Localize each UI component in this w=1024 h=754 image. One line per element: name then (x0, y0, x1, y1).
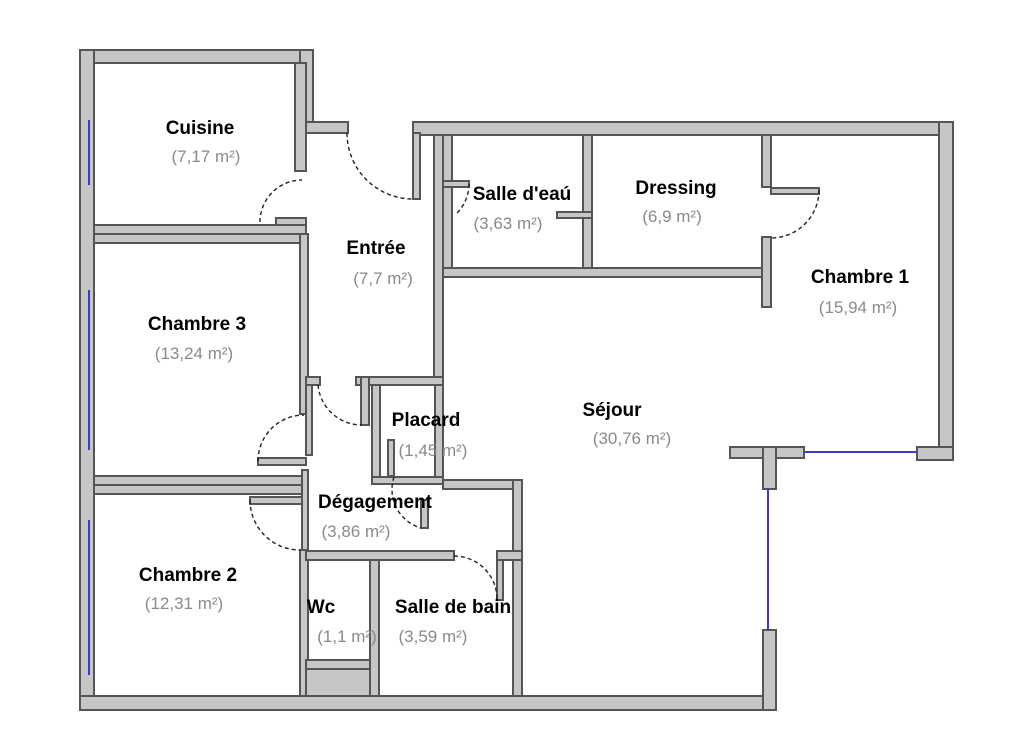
wall-placard-door-stub (387, 439, 395, 477)
wall-chambre3-top (93, 233, 307, 244)
wall-bath-top-right (496, 550, 523, 561)
room-name-cuisine: Cuisine (166, 118, 235, 139)
door-degagement (391, 476, 422, 529)
wall-bath-door-stub (496, 559, 504, 601)
wall-cuisine-bottom (93, 224, 307, 235)
room-area-chambre1: (15,94 m²) (819, 298, 897, 317)
door-cuisine (259, 179, 303, 223)
room-name-wc: Wc (307, 597, 336, 618)
wall-entree-right (433, 134, 444, 378)
exterior-wall-lower-right (762, 629, 777, 711)
wall-entree-door-jamb (412, 132, 421, 200)
door-chambre2 (249, 499, 301, 551)
room-area-wc: (1,1 m²) (317, 627, 377, 646)
wall-salle-eau-door-stub (442, 180, 470, 188)
wall-salle-eau-bottom (442, 267, 766, 278)
room-name-salle-eau: Salle d'eaú (473, 184, 572, 205)
room-name-dressing: Dressing (635, 178, 716, 199)
wall-placard-left (360, 376, 370, 426)
door-salle-eau (454, 183, 470, 216)
exterior-wall-right-stub (916, 446, 954, 461)
exterior-wall-right (938, 121, 954, 461)
exterior-wall-left (79, 49, 95, 711)
wall-degagement-stub (420, 499, 429, 529)
wall-cuisine-right (294, 62, 307, 172)
wall-sejour-left-upper (512, 479, 523, 561)
walls (79, 49, 954, 711)
wall-chambre2-top (93, 484, 307, 495)
wall-placard-outer (371, 384, 381, 478)
door-dressing (770, 189, 820, 239)
exterior-wall-notch-horizontal (299, 121, 349, 134)
room-area-sejour: (30,76 m²) (593, 429, 671, 448)
room-area-placard: (1,45 m²) (399, 441, 468, 460)
room-area-chambre2: (12,31 m²) (145, 594, 223, 613)
wall-salle-eau-stub-right (556, 211, 593, 219)
wall-placard-bottom (371, 476, 444, 485)
wall-chambre3-right (299, 233, 309, 415)
door-placard (317, 384, 363, 426)
room-area-salle-eau: (3,63 m²) (474, 214, 543, 233)
wall-chambre3-bottom (93, 475, 307, 486)
wall-hall-vertical-left-lower (301, 469, 309, 551)
door-chambre3 (257, 414, 305, 462)
wall-degagement-top (442, 479, 522, 490)
room-area-chambre3: (13,24 m²) (155, 344, 233, 363)
room-name-salle-bain: Salle de bain (395, 597, 511, 618)
wall-chambre2-door-jamb (249, 496, 303, 505)
exterior-wall-top-left (79, 49, 314, 64)
wall-hall-horizontal (355, 376, 444, 386)
room-labels: Cuisine (7,17 m²) Entrée (7,7 m²) Salle … (139, 118, 910, 646)
wall-chambre3-door-jamb (257, 457, 307, 466)
wall-bath-top-left (305, 550, 455, 561)
room-name-chambre3: Chambre 3 (148, 314, 246, 335)
wall-chambre1-left (761, 236, 772, 308)
wall-wc-right (369, 559, 380, 697)
windows (88, 120, 917, 675)
room-area-entree: (7,7 m²) (353, 269, 413, 288)
wall-cuisine-door-jamb (275, 217, 307, 226)
doors (249, 132, 820, 601)
room-name-chambre2: Chambre 2 (139, 565, 237, 586)
wall-placard-inner (434, 384, 444, 478)
wall-wc-bottom (305, 659, 371, 670)
exterior-wall-bottom (79, 695, 775, 711)
room-name-chambre1: Chambre 1 (811, 267, 910, 288)
exterior-wall-top-right (412, 121, 954, 136)
room-area-cuisine: (7,17 m²) (172, 147, 241, 166)
wall-salle-eau-right (582, 134, 593, 269)
room-name-degagement: Dégagement (318, 492, 433, 513)
wall-sejour-left-lower (512, 559, 523, 697)
room-area-salle-bain: (3,59 m²) (399, 627, 468, 646)
door-entrance (346, 132, 414, 200)
exterior-wall-balcony-post (762, 446, 777, 490)
room-area-dressing: (6,9 m²) (642, 207, 702, 226)
room-name-sejour: Séjour (582, 400, 642, 421)
wall-hall-vertical-left (305, 384, 313, 456)
wall-salle-eau-left (442, 134, 453, 271)
door-salle-bain (453, 555, 498, 601)
room-name-entree: Entrée (346, 238, 405, 259)
wall-technical-shaft (305, 668, 371, 697)
wall-hall-left-stub (305, 376, 321, 386)
wall-dressing-right (761, 134, 772, 188)
wall-dressing-door-jamb (770, 187, 820, 195)
room-area-degagement: (3,86 m²) (322, 522, 391, 541)
room-name-placard: Placard (392, 410, 461, 431)
